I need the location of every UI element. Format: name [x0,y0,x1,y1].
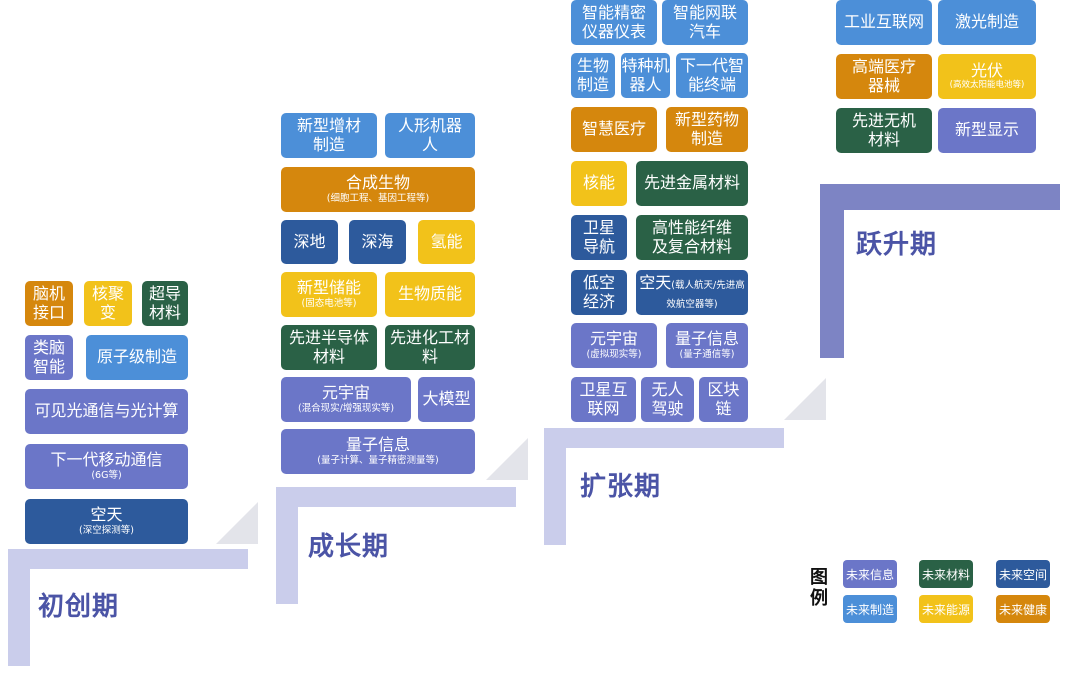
industry-box: 无人驾驶 [641,377,694,422]
industry-box: 超导材料 [142,281,188,326]
industry-box: 高性能纤维及复合材料 [636,215,748,260]
stair-step-3-vertical [544,428,566,545]
industry-box: 生物质能 [385,272,475,317]
industry-box: 深海 [349,220,406,264]
industry-box: 下一代智能终端 [676,53,748,98]
stair-step-2-shadow [486,438,528,480]
industry-box: 智能网联汽车 [662,0,748,45]
industry-box: 可见光通信与光计算 [25,389,188,434]
industry-box: 核能 [571,161,627,206]
industry-box: 激光制造 [938,0,1036,45]
industry-box: 先进半导体材料 [281,325,377,370]
industry-box: 大模型 [418,377,475,422]
industry-box: 类脑智能 [25,335,73,380]
industry-box: 元宇宙(混合现实/增强现实等) [281,377,411,422]
stair-step-3-shadow [784,378,826,420]
stair-step-1-vertical [8,549,30,666]
industry-box: 智慧医疗 [571,107,657,152]
industry-box: 氢能 [418,220,475,264]
stage-label-leap: 跃升期 [856,230,938,260]
industry-box: 人形机器人 [385,113,475,158]
stair-step-2-vertical [276,487,298,604]
stair-step-4-horizontal [820,184,1060,210]
industry-box: 光伏(高效太阳能电池等) [938,54,1036,99]
industry-box: 新型增材制造 [281,113,377,158]
stair-step-3-horizontal [544,428,784,448]
industry-box: 智能精密仪器仪表 [571,0,657,45]
industry-box: 核聚变 [84,281,132,326]
stair-step-2-horizontal [276,487,516,507]
stage-label-growth: 成长期 [308,532,390,562]
industry-box: 合成生物(细胞工程、基因工程等) [281,167,475,212]
industry-box: 先进无机材料 [836,108,932,153]
legend-item-health: 未来健康 [996,595,1050,623]
industry-box: 生物制造 [571,53,615,98]
industry-box: 下一代移动通信(6G等) [25,444,188,489]
stage-label-expansion: 扩张期 [580,472,662,502]
industry-box: 新型药物制造 [666,107,748,152]
industry-box: 低空经济 [571,270,627,315]
legend-item-space: 未来空间 [996,560,1050,588]
industry-box: 区块链 [699,377,748,422]
industry-box: 脑机接口 [25,281,73,326]
industry-box: 量子信息(量子通信等) [666,323,748,368]
legend-item-manufacturing: 未来制造 [843,595,897,623]
legend-item-info: 未来信息 [843,560,897,588]
industry-box: 卫星互联网 [571,377,636,422]
industry-box: 原子级制造 [86,335,188,380]
industry-box: 先进化工材料 [385,325,475,370]
industry-box: 工业互联网 [836,0,932,45]
legend-item-energy: 未来能源 [919,595,973,623]
industry-box: 高端医疗器械 [836,54,932,99]
industry-box: 卫星导航 [571,215,627,260]
industry-box: 深地 [281,220,338,264]
legend-item-materials: 未来材料 [919,560,973,588]
industry-box: 新型储能(固态电池等) [281,272,377,317]
industry-box: 元宇宙(虚拟现实等) [571,323,657,368]
industry-box: 先进金属材料 [636,161,748,206]
industry-box: 特种机器人 [621,53,670,98]
stair-step-1-horizontal [8,549,248,569]
industry-box: 空天(载人航天/先进高效航空器等) [636,270,748,315]
stair-step-4-vertical [820,184,844,358]
industry-box: 新型显示 [938,108,1036,153]
industry-box: 空天(深空探测等) [25,499,188,544]
stair-step-1-shadow [216,502,258,544]
legend-title: 图例 [810,567,828,609]
industry-box: 量子信息(量子计算、量子精密测量等) [281,429,475,474]
stage-label-startup: 初创期 [38,592,120,622]
